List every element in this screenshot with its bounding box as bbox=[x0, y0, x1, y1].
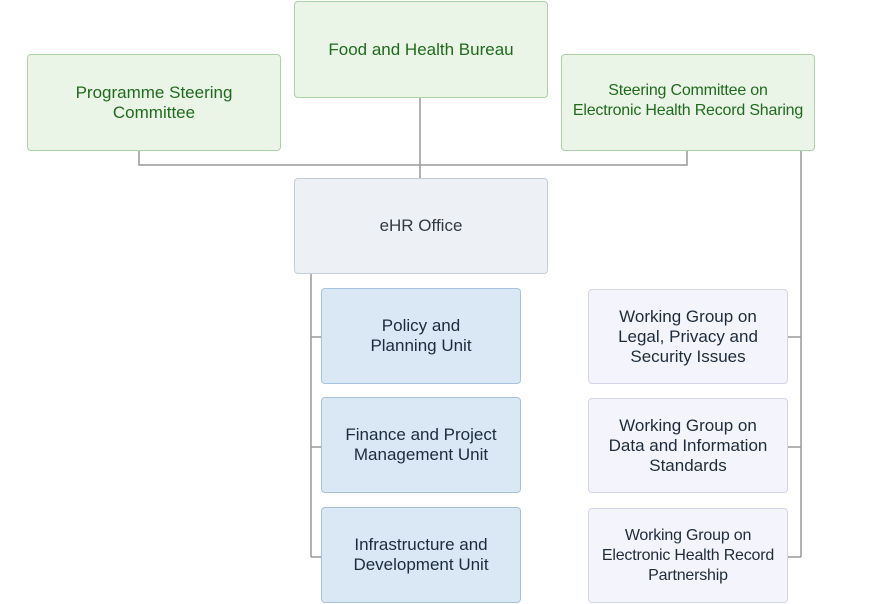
steering-committee-ehr-box: Steering Committee on Electronic Health … bbox=[561, 54, 815, 151]
food-health-bureau-box: Food and Health Bureau bbox=[294, 1, 548, 98]
wg-ehr-partnership-box: Working Group on Electronic Health Recor… bbox=[588, 508, 788, 603]
infrastructure-development-unit-box: Infrastructure and Development Unit bbox=[321, 507, 521, 603]
wg-data-information-standards-box: Working Group on Data and Information St… bbox=[588, 398, 788, 493]
wg-legal-privacy-security-box: Working Group on Legal, Privacy and Secu… bbox=[588, 289, 788, 384]
programme-steering-committee-box: Programme Steering Committee bbox=[27, 54, 281, 151]
ehr-office-box: eHR Office bbox=[294, 178, 548, 274]
finance-project-unit-box: Finance and Project Management Unit bbox=[321, 397, 521, 493]
policy-planning-unit-box: Policy and Planning Unit bbox=[321, 288, 521, 384]
